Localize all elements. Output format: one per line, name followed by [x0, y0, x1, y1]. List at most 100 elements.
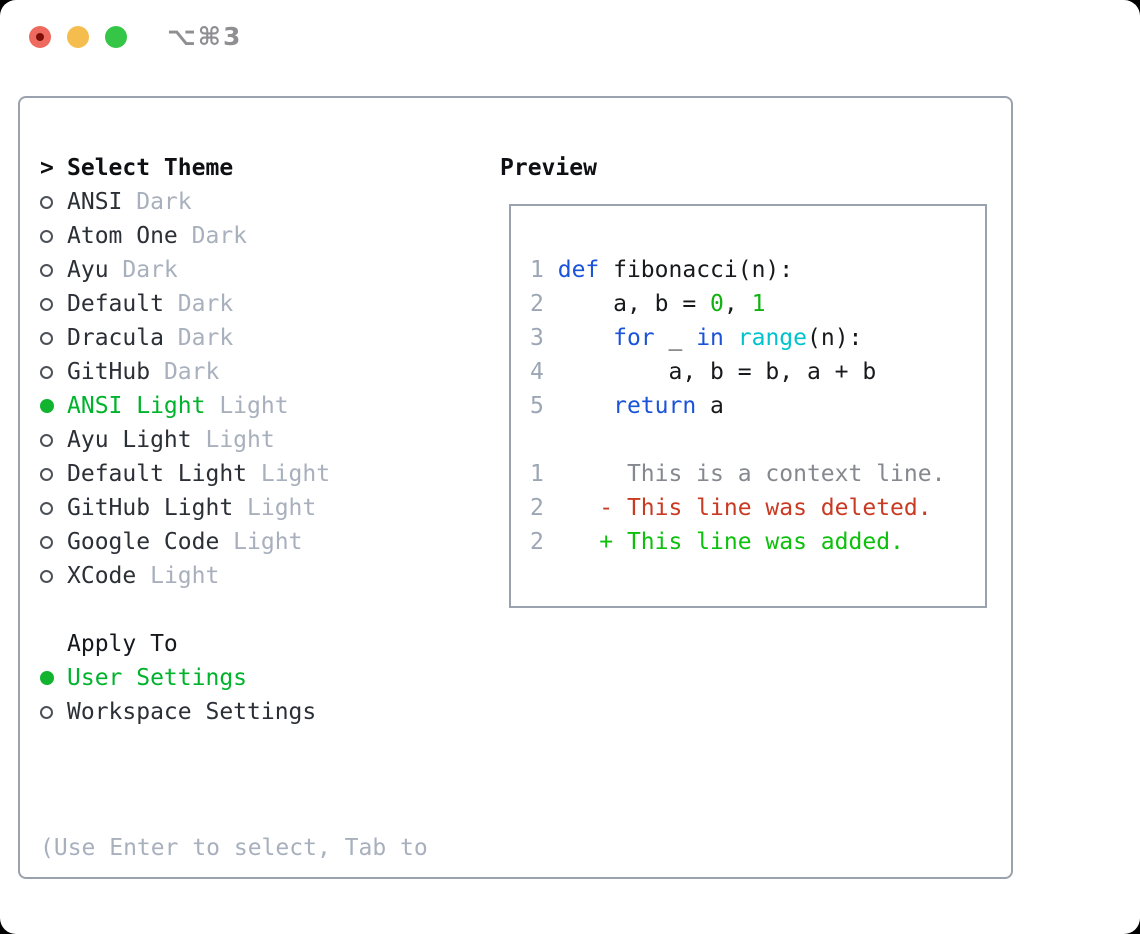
- option-variant-label: Light: [233, 495, 317, 521]
- diff-line-context: This is a context line.: [599, 461, 946, 487]
- line-number: 2: [530, 291, 544, 317]
- line-number: 1: [530, 461, 544, 487]
- close-button[interactable]: [29, 26, 51, 48]
- code-token: range: [737, 325, 808, 351]
- code-token: [558, 325, 613, 351]
- radio-icon: [40, 501, 53, 515]
- apply-to-label: Apply To: [67, 631, 178, 657]
- option-label: Ayu Light: [67, 427, 192, 453]
- line-number: 2: [530, 529, 544, 555]
- code-token: a, b =: [557, 291, 711, 317]
- diff-line-added: + This line was added.: [599, 529, 904, 555]
- option-variant-label: Dark: [163, 291, 234, 317]
- window-shortcut-label: ⌥⌘3: [167, 22, 243, 51]
- line-number: 5: [530, 393, 544, 419]
- option-label: Dracula: [67, 325, 164, 351]
- radio-selected-icon: [40, 399, 54, 413]
- radio-icon: [40, 263, 53, 277]
- option-label: XCode: [67, 563, 137, 589]
- option-label: User Settings: [67, 665, 248, 691]
- radio-icon: [40, 433, 53, 447]
- close-button-dot: [36, 33, 44, 41]
- option-variant-label: Light: [191, 427, 275, 453]
- line-number: 3: [530, 325, 544, 351]
- apply-to-item[interactable]: Workspace Settings: [40, 695, 480, 729]
- select-theme-title: Select Theme: [67, 155, 234, 181]
- option-variant-label: Dark: [108, 257, 178, 283]
- radio-icon: [40, 705, 53, 719]
- option-variant-label: Dark: [177, 223, 248, 249]
- code-token: a, b = b, a + b: [557, 359, 877, 385]
- code-preview: 1 def fibonacci(n): 2 a, b = 0, 1 3 for …: [511, 206, 985, 559]
- theme-item[interactable]: ANSI Dark: [40, 185, 480, 219]
- line-number: 4: [530, 359, 544, 385]
- theme-item[interactable]: Dracula Dark: [40, 321, 480, 355]
- code-token: 0: [710, 291, 724, 317]
- radio-icon: [40, 331, 53, 345]
- option-variant-label: Dark: [122, 189, 192, 215]
- line-number: 1: [530, 257, 544, 283]
- option-label: ANSI Light: [67, 393, 206, 419]
- code-token: a: [696, 393, 724, 419]
- theme-item[interactable]: GitHub Light Light: [40, 491, 480, 525]
- code-token: _: [654, 325, 697, 351]
- preview-title: Preview: [500, 155, 597, 181]
- radio-icon: [40, 195, 53, 209]
- code-token: in: [696, 325, 724, 351]
- radio-icon: [40, 365, 53, 379]
- theme-item[interactable]: Atom One Dark: [40, 219, 480, 253]
- radio-icon: [40, 297, 53, 311]
- option-variant-label: Light: [205, 393, 289, 419]
- code-token: def: [557, 257, 600, 283]
- minimize-button[interactable]: [67, 26, 89, 48]
- option-variant-label: Dark: [163, 325, 234, 351]
- option-label: ANSI: [67, 189, 123, 215]
- option-label: GitHub: [67, 359, 151, 385]
- code-token: ,: [723, 291, 752, 317]
- theme-item[interactable]: Default Dark: [40, 287, 480, 321]
- diff-line-deleted: - This line was deleted.: [599, 495, 932, 521]
- code-token: return: [613, 393, 697, 419]
- code-token: (n):: [807, 325, 863, 351]
- option-label: Google Code: [67, 529, 220, 555]
- zoom-button[interactable]: [105, 26, 127, 48]
- option-label: Ayu: [67, 257, 109, 283]
- option-variant-label: Dark: [150, 359, 220, 385]
- radio-icon: [40, 535, 53, 549]
- radio-icon: [40, 229, 53, 243]
- apply-to-header: Apply To: [40, 627, 480, 661]
- option-variant-label: Light: [219, 529, 303, 555]
- prompt-caret-icon: >: [40, 155, 54, 181]
- code-token: 1: [751, 291, 766, 317]
- theme-item[interactable]: Ayu Light Light: [40, 423, 480, 457]
- preview-box: 1 def fibonacci(n): 2 a, b = 0, 1 3 for …: [509, 204, 987, 608]
- theme-item[interactable]: Google Code Light: [40, 525, 480, 559]
- spacer: [40, 593, 480, 627]
- code-token: fibonacci(n):: [599, 257, 794, 283]
- code-token: [724, 325, 738, 351]
- option-label: Workspace Settings: [67, 699, 317, 725]
- code-token: [558, 393, 613, 419]
- theme-item[interactable]: XCode Light: [40, 559, 480, 593]
- keyboard-hint: (Use Enter to select, Tab to change focu…: [40, 763, 428, 934]
- line-number: 2: [530, 495, 544, 521]
- theme-item[interactable]: Ayu Dark: [40, 253, 480, 287]
- code-token: for: [613, 325, 655, 351]
- apply-to-item[interactable]: User Settings: [40, 661, 480, 695]
- option-label: GitHub Light: [67, 495, 234, 521]
- theme-item[interactable]: Default Light Light: [40, 457, 480, 491]
- option-variant-label: Light: [247, 461, 331, 487]
- option-label: Default Light: [67, 461, 248, 487]
- theme-item[interactable]: ANSI Light Light: [40, 389, 480, 423]
- theme-item[interactable]: GitHub Dark: [40, 355, 480, 389]
- radio-selected-icon: [40, 671, 54, 685]
- select-theme-header: > Select Theme: [40, 151, 480, 185]
- option-label: Default: [67, 291, 164, 317]
- hint-line-1: (Use Enter to select, Tab to: [40, 835, 428, 861]
